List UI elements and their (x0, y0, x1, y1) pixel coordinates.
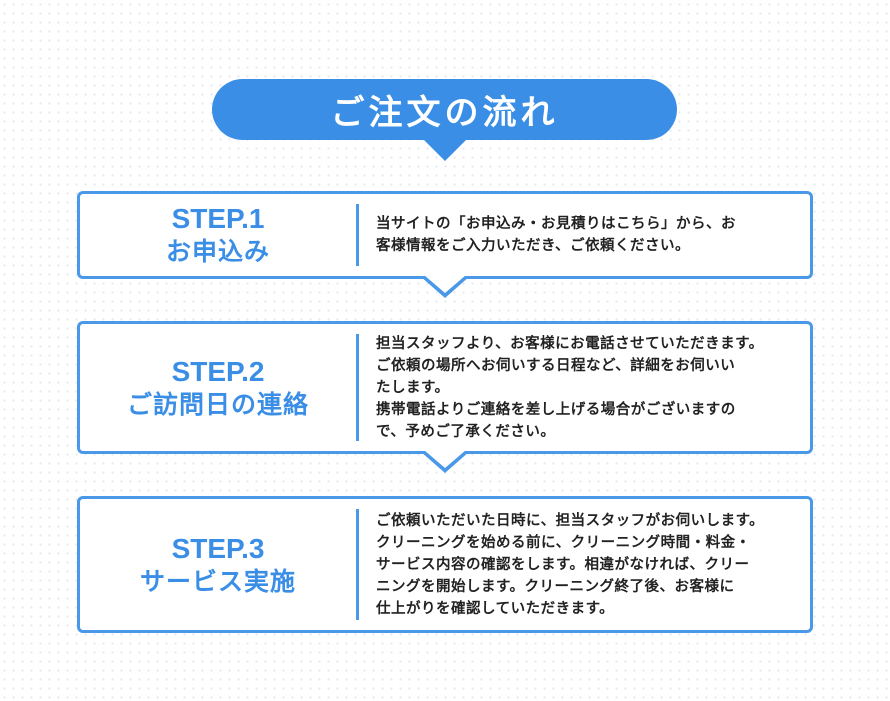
step-1-down-arrow (420, 275, 470, 298)
step-1-desc-line: 客様情報をご入力いただき、ご依頼ください。 (376, 238, 690, 254)
step-3-number: STEP.3 (171, 532, 265, 564)
step-1-description: 当サイトの「お申込み・お見積りはこちら」から、お 客様情報をご入力いただき、ご依… (376, 213, 796, 257)
step-2-desc-line: で、予めご了承ください。 (376, 423, 556, 440)
page-title: ご注文の流れ (330, 93, 559, 133)
title-pointer-arrow (422, 139, 467, 161)
title-banner: ご注文の流れ (212, 79, 677, 161)
step-1-card: STEP.1 お申込み 当サイトの「お申込み・お見積りはこちら」から、お 客様情… (77, 191, 813, 298)
step-1-name: お申込み (165, 237, 270, 266)
step-3-divider (356, 509, 359, 620)
step-2-desc-line: たします。 (376, 379, 450, 396)
step-3-label: STEP.3 サービス実施 (80, 499, 356, 630)
step-1-divider (356, 204, 359, 266)
step-1-desc-line: 当サイトの「お申込み・お見積りはこちら」から、お (376, 216, 736, 232)
step-2-desc-line: 携帯電話よりご連絡を差し上げる場合がございますの (376, 401, 736, 418)
step-3-name: サービス実施 (139, 566, 296, 596)
step-3-desc-line: クリーニングを始める前に、クリーニング時間・料金・ (376, 534, 751, 551)
step-3-card: STEP.3 サービス実施 ご依頼いただいた日時に、担当スタッフがお伺いします。… (77, 496, 813, 633)
step-3-description: ご依頼いただいた日時に、担当スタッフがお伺いします。 クリーニングを始める前に、… (376, 510, 796, 620)
step-2-desc-line: ご依頼の場所へお伺いする日程など、詳細をお伺いい (376, 357, 736, 374)
step-3-desc-line: 仕上がりを確認していただきます。 (376, 600, 615, 617)
step-2-card: STEP.2 ご訪問日の連絡 担当スタッフより、お客様にお電話させていただきます… (77, 321, 813, 473)
step-3-desc-line: ニングを開始します。クリーニング終了後、お客様に (376, 578, 735, 595)
step-2-description: 担当スタッフより、お客様にお電話させていただきます。 ご依頼の場所へお伺いする日… (376, 333, 796, 443)
step-2-divider (356, 334, 359, 441)
step-2-down-arrow (420, 450, 470, 473)
step-2-desc-line: 担当スタッフより、お客様にお電話させていただきます。 (376, 335, 764, 352)
step-3-desc-line: ご依頼いただいた日時に、担当スタッフがお伺いします。 (376, 512, 765, 529)
step-1-number: STEP.1 (171, 203, 265, 234)
step-1-label: STEP.1 お申込み (80, 194, 356, 276)
step-2-number: STEP.2 (171, 355, 265, 387)
step-3-desc-line: サービス内容の確認をします。相違がなければ、クリー (376, 556, 750, 573)
step-2-label: STEP.2 ご訪問日の連絡 (80, 324, 356, 451)
step-2-name: ご訪問日の連絡 (126, 389, 309, 419)
